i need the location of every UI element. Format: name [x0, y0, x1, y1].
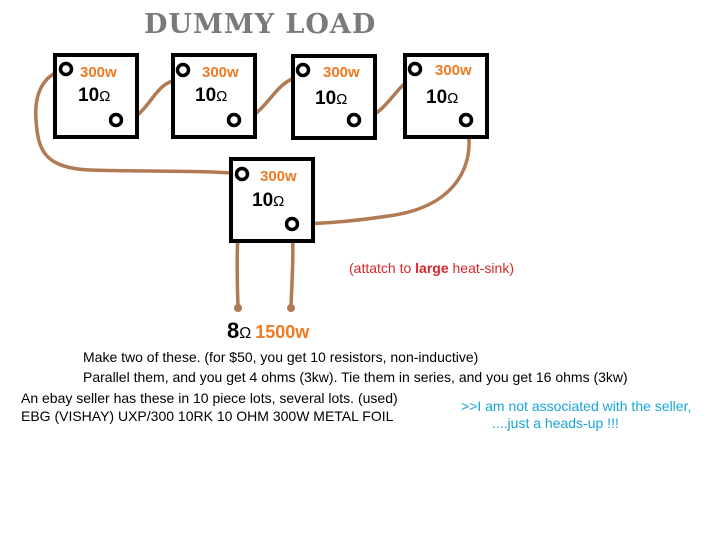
resistor-2: 300w 10Ω	[171, 53, 257, 139]
resistor-value-label: 10Ω	[252, 190, 284, 211]
heatsink-note: (attatch to large heat-sink)	[349, 260, 514, 276]
terminal-icon	[108, 112, 124, 128]
terminal-icon	[226, 112, 242, 128]
resistor-value-label: 10Ω	[426, 87, 458, 108]
resistor-1: 300w 10Ω	[53, 53, 139, 139]
result-power: 1500w	[255, 322, 310, 342]
resistor-5: 300w 10Ω	[229, 157, 315, 243]
terminal-icon	[58, 61, 74, 77]
disclaimer-line-1: >>I am not associated with the seller,	[461, 398, 692, 414]
resistor-3: 300w 10Ω	[291, 54, 377, 140]
resistor-power-label: 300w	[323, 64, 360, 81]
resistor-4: 300w 10Ω	[403, 53, 489, 139]
resistor-value-label: 10Ω	[195, 85, 227, 106]
terminal-icon	[175, 62, 191, 78]
diagram-title: DUMMY LOAD	[144, 9, 376, 40]
terminal-icon	[295, 62, 311, 78]
wire-r1-top-to-r5-top	[34, 67, 244, 176]
seller-info-line-2: EBG (VISHAY) UXP/300 10RK 10 OHM 300W ME…	[21, 408, 394, 424]
terminal-icon	[284, 216, 300, 232]
disclaimer-line-2: ....just a heads-up !!!	[492, 415, 619, 431]
resistor-power-label: 300w	[202, 64, 239, 81]
output-terminal-right	[287, 304, 295, 312]
terminal-icon	[458, 112, 474, 128]
terminal-icon	[407, 61, 423, 77]
instruction-line-2: Parallel them, and you get 4 ohms (3kw).…	[83, 369, 628, 385]
result-resistance: 8	[227, 318, 240, 343]
instruction-line-1: Make two of these. (for $50, you get 10 …	[83, 349, 479, 365]
output-terminal-left	[234, 304, 242, 312]
resistor-value-label: 10Ω	[315, 88, 347, 109]
result-unit: Ω	[239, 325, 252, 342]
seller-info-line-1: An ebay seller has these in 10 piece lot…	[21, 390, 398, 406]
resistor-power-label: 300w	[80, 64, 117, 81]
resistor-power-label: 300w	[260, 168, 297, 185]
wire-r4-bottom-to-r5-bottom	[290, 118, 471, 226]
terminal-icon	[346, 112, 362, 128]
terminal-icon	[234, 166, 250, 182]
resistor-power-label: 300w	[435, 62, 472, 79]
resistor-value-label: 10Ω	[78, 85, 110, 106]
